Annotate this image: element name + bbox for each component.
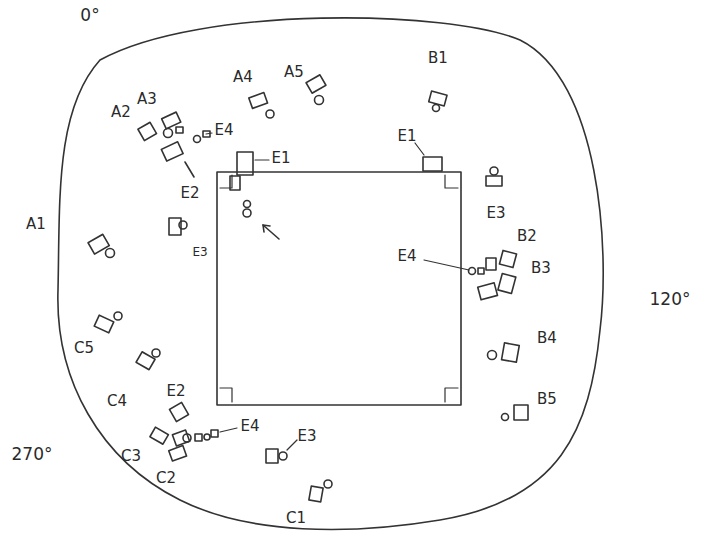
seat-label: A5 [284, 65, 304, 80]
seat-label: E4 [214, 123, 233, 138]
seat-label: 270° [12, 446, 53, 463]
seat-label: B4 [537, 331, 557, 346]
seat-label: B5 [537, 392, 557, 407]
seat-label: B3 [531, 261, 551, 276]
seat-label: E4 [397, 249, 416, 264]
seat-label: E3 [297, 429, 316, 444]
seat-label: E1 [397, 129, 416, 144]
seat-label: E2 [166, 384, 185, 399]
stage-square [217, 172, 461, 405]
seat-label: 0° [80, 7, 99, 24]
seat-label: A3 [137, 92, 157, 107]
seat-label: E3 [192, 246, 207, 258]
seat-label: E2 [180, 186, 199, 201]
corner-marks [220, 175, 458, 402]
venue-boundary [58, 18, 603, 530]
seat-label: C2 [156, 471, 176, 486]
seat-label: B1 [428, 51, 448, 66]
seat-label: E1 [271, 151, 290, 166]
seat-label: E4 [240, 419, 259, 434]
seat-label: C3 [121, 449, 141, 464]
seat-label: A2 [111, 105, 131, 120]
seat-label: E3 [486, 206, 505, 221]
seat-label: 120° [650, 291, 691, 308]
seat-label: B2 [517, 229, 537, 244]
seat-label: A1 [26, 217, 46, 232]
seat-label: C1 [286, 511, 306, 526]
seat-label: C5 [74, 341, 94, 356]
leader-lines [206, 133, 469, 450]
seat-label: A4 [233, 70, 253, 85]
seat-label: C4 [107, 394, 127, 409]
person-marker [243, 201, 279, 240]
table-glyphs [88, 75, 528, 502]
